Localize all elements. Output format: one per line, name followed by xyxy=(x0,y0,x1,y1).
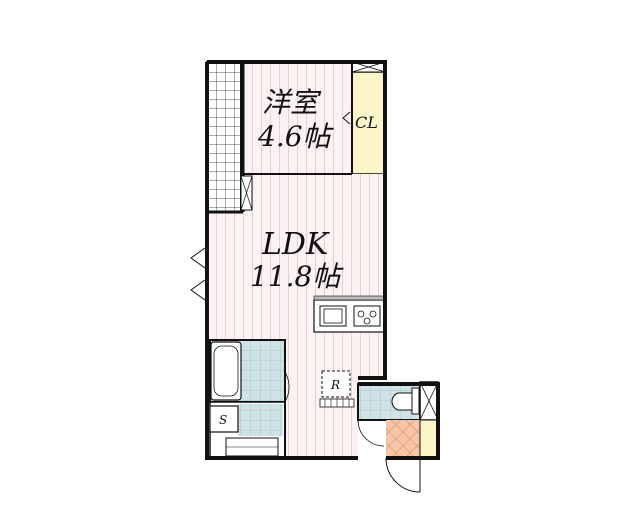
closet xyxy=(351,71,386,175)
western-room-name: 洋室 xyxy=(262,86,322,119)
closet-door-icon xyxy=(342,111,351,125)
balcony xyxy=(206,61,242,213)
toilet-bowl xyxy=(391,392,413,411)
refrigerator-space xyxy=(321,370,351,398)
entrance-door-swing xyxy=(385,457,421,493)
toilet-tank xyxy=(411,387,420,415)
shoe-box-label: S xyxy=(219,413,227,427)
western-room-floor xyxy=(244,62,352,174)
stove xyxy=(353,305,381,327)
kitchen-backsplash xyxy=(313,295,386,301)
western-room-size: 4.6帖 xyxy=(257,120,335,153)
bathroom-door xyxy=(284,371,290,403)
toilet-door xyxy=(357,419,385,447)
ldk-size: 11.8帖 xyxy=(250,260,344,293)
refrigerator-label: R xyxy=(330,378,340,392)
entrance-step xyxy=(419,419,439,459)
entrance xyxy=(386,420,420,458)
ldk-name: LDK xyxy=(261,227,330,262)
shoe-box xyxy=(209,405,239,433)
wash-basin-area xyxy=(238,404,283,436)
window-left-upper xyxy=(190,247,206,269)
window-left-lower xyxy=(190,279,206,301)
closet-label: CL xyxy=(355,113,378,132)
